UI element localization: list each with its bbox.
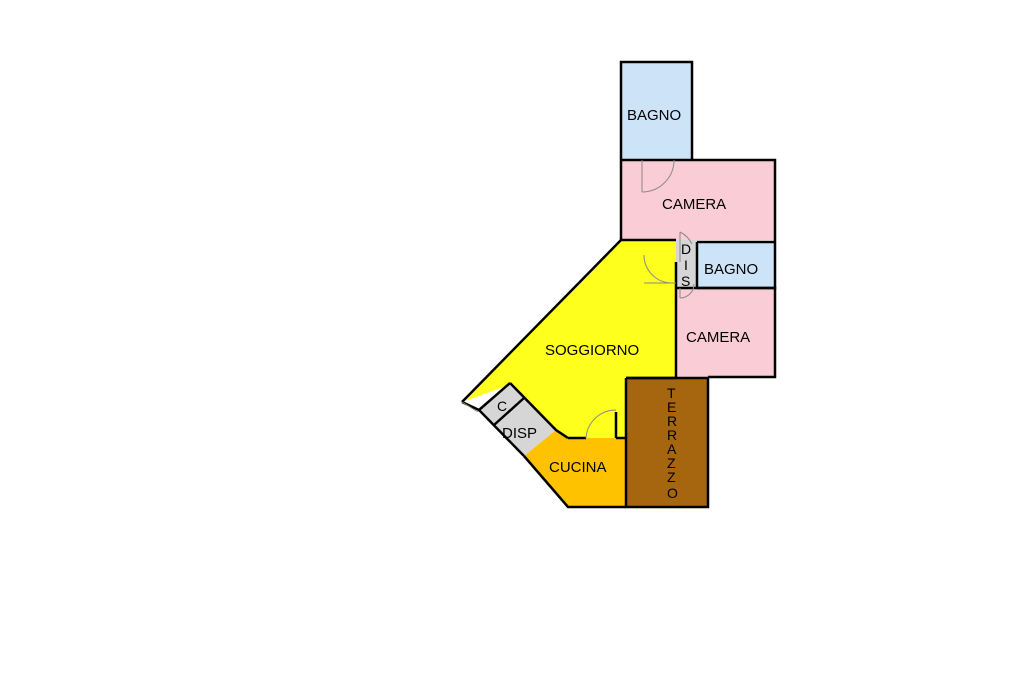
label-terrazzo-letter: R — [667, 413, 677, 429]
label-terrazzo-letter: R — [667, 427, 677, 443]
wall-terrazzo — [624, 376, 710, 509]
wall-camera-top — [621, 158, 777, 242]
walls — [461, 60, 777, 509]
wall-kitchen-outer — [523, 455, 626, 509]
wall-service-inner — [493, 397, 525, 426]
wall-bagno-top — [619, 60, 694, 160]
room-camera-top[interactable] — [621, 160, 775, 240]
room-bagno-top[interactable] — [621, 62, 692, 160]
label-terrazzo-letter: A — [667, 441, 677, 457]
doors — [461, 159, 695, 439]
label-terrazzo-letter: T — [667, 385, 676, 401]
door-entry-icon[interactable] — [461, 401, 479, 413]
room-disimpegno[interactable] — [676, 240, 697, 288]
room-c[interactable] — [479, 383, 524, 425]
room-camera-right[interactable] — [676, 288, 775, 377]
wall-soggiorno-diagonal — [461, 239, 622, 403]
label-terrazzo-letter: O — [667, 485, 678, 501]
label-dis-d: D — [681, 241, 691, 257]
label-terrazzo-letter: Z — [667, 455, 676, 471]
room-terrazzo[interactable] — [626, 378, 708, 507]
label-camera-top: CAMERA — [662, 196, 726, 213]
door-bagno-top-icon[interactable] — [641, 159, 675, 193]
label-cucina: CUCINA — [549, 459, 607, 476]
door-dis-bottom-icon[interactable] — [679, 283, 695, 299]
wall-service-top — [509, 382, 569, 440]
label-terrazzo: T E R R A Z Z O — [667, 385, 678, 501]
label-dis-s: S — [681, 273, 690, 289]
room-bagno-small[interactable] — [697, 242, 775, 288]
door-dis-top-icon[interactable] — [679, 231, 693, 262]
label-bagno-small: BAGNO — [704, 261, 758, 278]
label-terrazzo-letter: E — [667, 399, 676, 415]
room-cucina[interactable] — [524, 430, 626, 507]
label-soggiorno: SOGGIORNO — [545, 342, 639, 359]
label-disp: DISP — [502, 425, 537, 442]
room-soggiorno[interactable] — [462, 240, 676, 438]
door-soggiorno-icon[interactable] — [643, 254, 676, 284]
label-camera-right: CAMERA — [686, 329, 750, 346]
label-dis-i: I — [684, 257, 688, 273]
label-terrazzo-letter: Z — [667, 469, 676, 485]
wall-camera-right — [676, 286, 777, 379]
label-c: C — [497, 398, 507, 414]
door-cucina-icon[interactable] — [585, 409, 617, 439]
label-bagno-top: BAGNO — [627, 107, 681, 124]
